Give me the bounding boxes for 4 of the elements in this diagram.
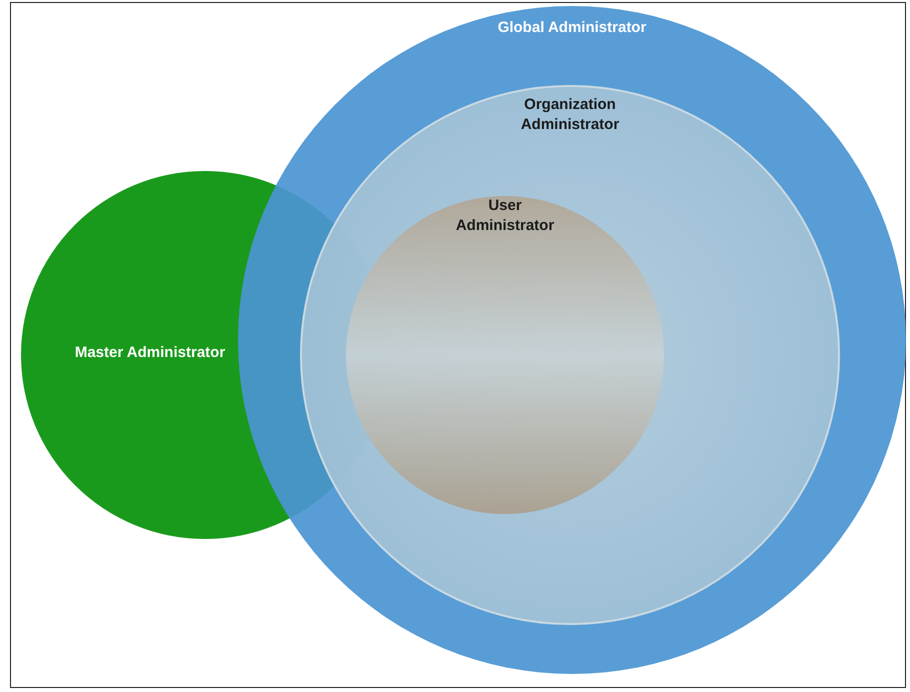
circle-label: Master Administrator <box>74 343 226 363</box>
circle-label: User Administrator <box>454 196 556 236</box>
circle-label: Global Administrator <box>496 18 648 38</box>
circle-label: Organization Administrator <box>520 95 620 135</box>
